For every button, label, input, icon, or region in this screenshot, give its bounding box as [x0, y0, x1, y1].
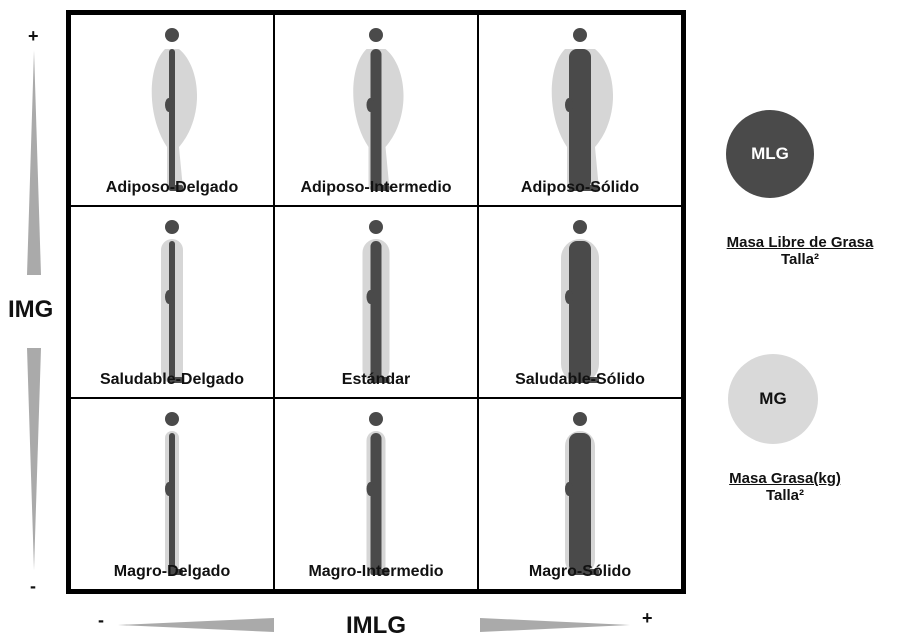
cell-magro-solido: Magro-Sólido [478, 398, 682, 590]
cell-label: Adiposo-Intermedio [275, 179, 477, 197]
cell-magro-intermedio: Magro-Intermedio [274, 398, 478, 590]
lean-body [169, 49, 175, 189]
x-axis-left-wedge [118, 617, 274, 633]
silhouette-icon [540, 411, 620, 579]
silhouette-icon [132, 411, 212, 579]
arm [367, 482, 375, 496]
cell-adiposo-intermedio: Adiposo-Intermedio [274, 14, 478, 206]
silhouette-icon [132, 219, 212, 387]
lean-body [371, 241, 382, 381]
arm [165, 98, 173, 112]
arm [165, 482, 173, 496]
lean-body [569, 433, 591, 573]
lean-body [569, 241, 591, 381]
arm [165, 290, 173, 304]
cell-label: Magro-Delgado [71, 563, 273, 581]
lean-body [371, 433, 382, 573]
silhouette-icon [540, 219, 620, 387]
silhouette-icon [336, 411, 416, 579]
mlg-formula: Masa Libre de Grasa Talla² [690, 234, 910, 268]
cell-label: Saludable-Sólido [479, 371, 681, 389]
cell-magro-delgado: Magro-Delgado [70, 398, 274, 590]
cell-adiposo-delgado: Adiposo-Delgado [70, 14, 274, 206]
cell-label: Adiposo-Delgado [71, 179, 273, 197]
head [165, 412, 179, 426]
lean-body [169, 241, 175, 381]
head [573, 220, 587, 234]
arm [367, 290, 375, 304]
cell-saludable-solido: Saludable-Sólido [478, 206, 682, 398]
silhouette-icon [336, 219, 416, 387]
mg-formula: Masa Grasa(kg) Talla² [690, 470, 880, 504]
y-axis-upper-wedge [24, 50, 44, 275]
lean-body [371, 49, 382, 189]
arm [367, 98, 375, 112]
x-axis-minus: - [98, 610, 104, 631]
head [369, 28, 383, 42]
x-axis-plus: + [642, 608, 653, 629]
arm [565, 290, 573, 304]
silhouette-icon [132, 27, 212, 195]
mlg-denominator: Talla² [781, 251, 819, 268]
arm [565, 98, 573, 112]
head [165, 220, 179, 234]
mlg-numerator: Masa Libre de Grasa [690, 234, 910, 251]
cell-label: Adiposo-Sólido [479, 179, 681, 197]
y-axis-label: IMG [8, 296, 53, 324]
head [369, 220, 383, 234]
x-axis-label: IMLG [346, 612, 406, 640]
y-axis-lower-wedge [24, 348, 44, 570]
cell-label: Magro-Intermedio [275, 563, 477, 581]
cell-label: Saludable-Delgado [71, 371, 273, 389]
x-axis-right-wedge [480, 617, 630, 633]
head [573, 412, 587, 426]
mg-denominator: Talla² [766, 487, 804, 504]
mg-circle: MG [728, 354, 818, 444]
cell-estandar: Estándar [274, 206, 478, 398]
lean-body [569, 49, 591, 189]
head [369, 412, 383, 426]
cell-saludable-delgado: Saludable-Delgado [70, 206, 274, 398]
head [165, 28, 179, 42]
head [573, 28, 587, 42]
cell-label: Magro-Sólido [479, 563, 681, 581]
y-axis-plus: + [28, 26, 39, 47]
mlg-circle: MLG [726, 110, 814, 198]
lean-body [169, 433, 175, 573]
cell-adiposo-solido: Adiposo-Sólido [478, 14, 682, 206]
arm [565, 482, 573, 496]
cell-label: Estándar [275, 371, 477, 389]
mg-numerator: Masa Grasa(kg) [690, 470, 880, 487]
silhouette-icon [336, 27, 416, 195]
silhouette-icon [540, 27, 620, 195]
body-type-grid: Adiposo-Delgado Adiposo-Intermedio Adipo… [66, 10, 686, 594]
y-axis-minus: - [30, 576, 36, 597]
